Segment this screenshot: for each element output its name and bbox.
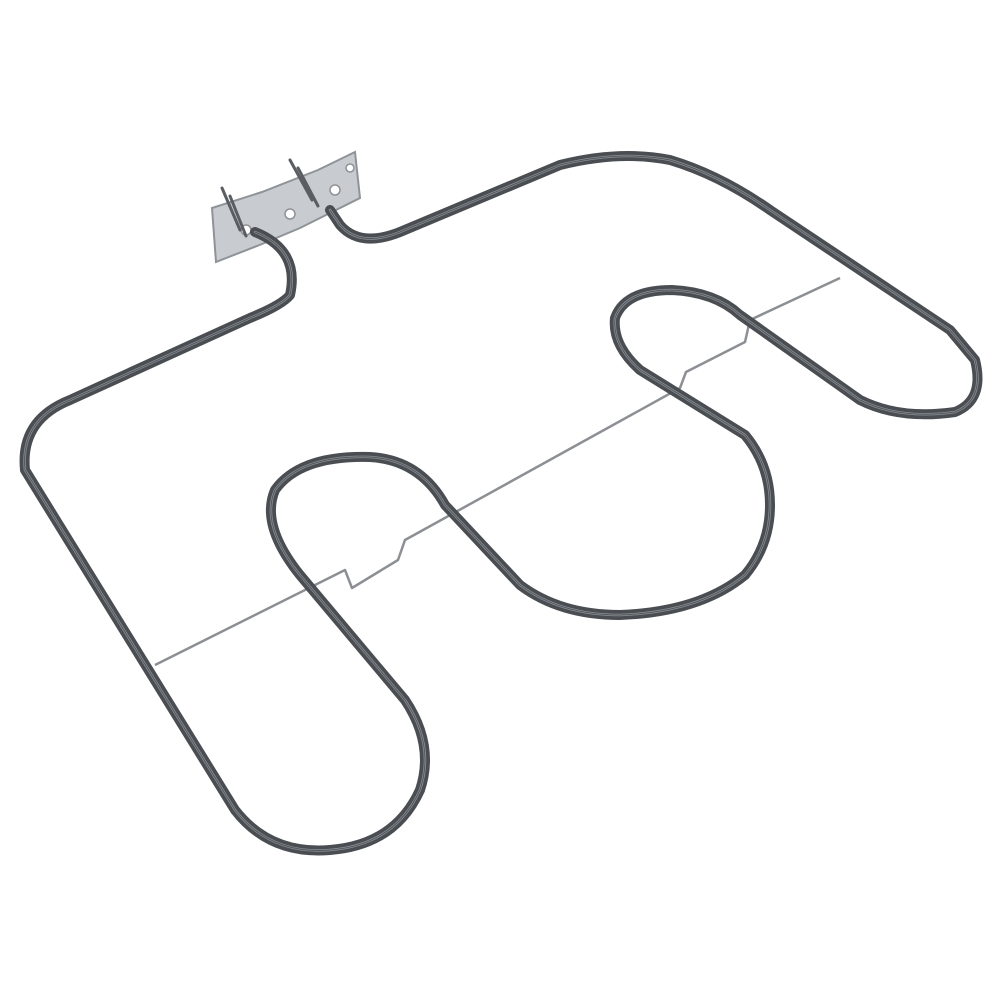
bracket-hole xyxy=(345,163,355,173)
bracket-hole xyxy=(329,184,341,196)
terminal-pin-right xyxy=(288,158,314,202)
terminal-pins xyxy=(220,158,320,238)
heating-element-core xyxy=(24,155,978,851)
heating-element-tube xyxy=(19,151,983,856)
support-wire xyxy=(154,276,841,667)
heating-element-highlight xyxy=(23,154,979,852)
terminal-pin-left xyxy=(220,186,242,232)
terminal-pin-right-tab xyxy=(296,166,320,208)
terminal-pin-left-tab xyxy=(228,194,248,238)
bracket-hole xyxy=(284,208,296,220)
mounting-bracket xyxy=(210,150,362,264)
